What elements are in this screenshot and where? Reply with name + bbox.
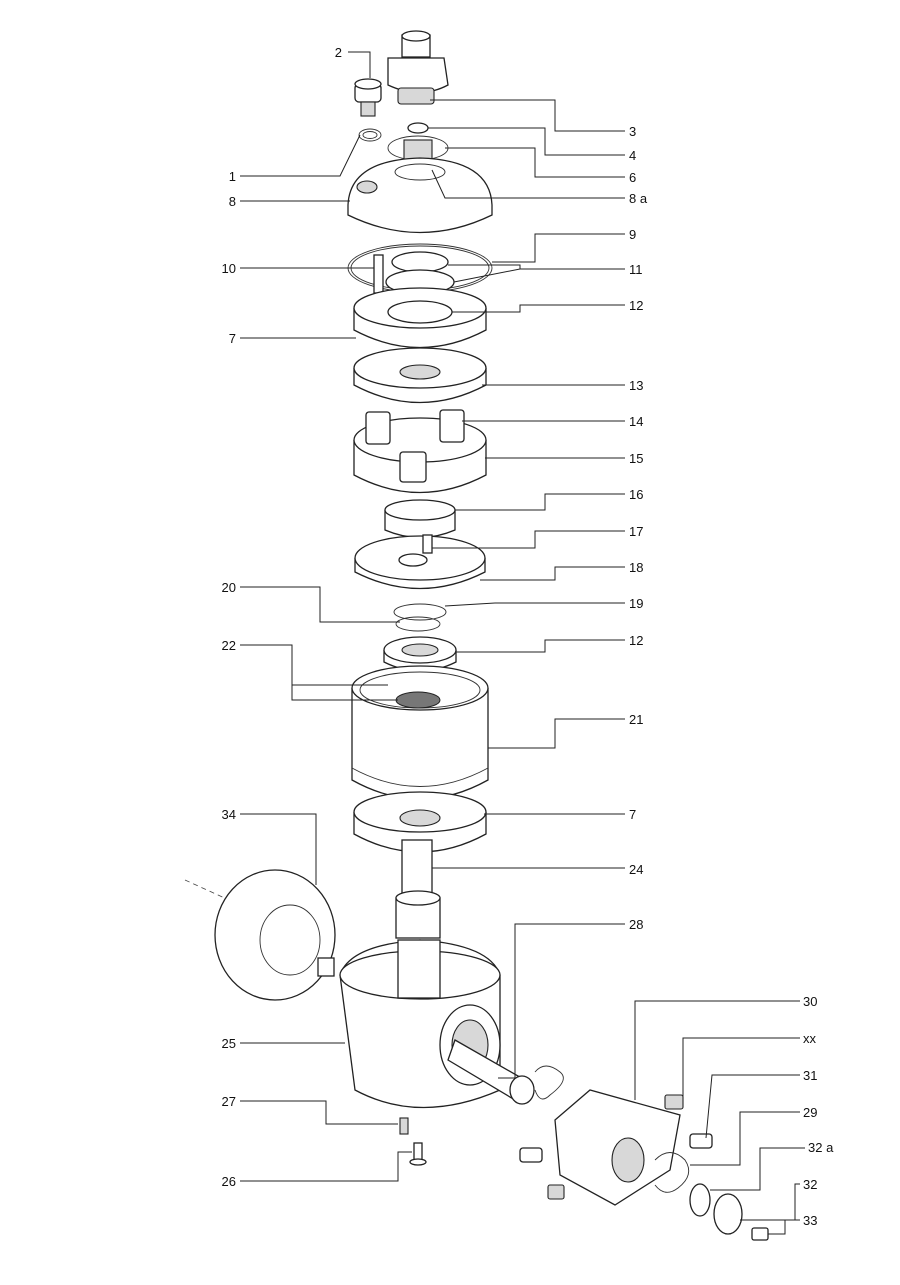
part-sun-gear	[384, 499, 456, 539]
label-part-4: 4	[629, 148, 636, 163]
label-part-10: 10	[222, 261, 236, 276]
label-part-33: 33	[803, 1213, 817, 1228]
label-part-16: 16	[629, 487, 643, 502]
label-part-17: 17	[629, 524, 643, 539]
label-part-1: 1	[229, 169, 236, 184]
label-part-12: 12	[629, 298, 643, 313]
label-part-19: 19	[629, 596, 643, 611]
part-o-ring	[358, 128, 382, 142]
label-part-13: 13	[629, 378, 643, 393]
label-part-3: 3	[629, 124, 636, 139]
part-plate-13	[353, 347, 487, 404]
leader-lines	[240, 51, 805, 1235]
part-housing-21	[351, 665, 489, 800]
label-part-31: 31	[803, 1068, 817, 1083]
part-side-cover	[184, 869, 336, 1001]
part-planet-carrier	[353, 409, 487, 494]
part-gearbox-housing	[339, 939, 501, 1109]
label-part-32a: 32 a	[808, 1140, 834, 1155]
part-dome-cover	[347, 157, 493, 234]
label-part-32: 32	[803, 1177, 817, 1192]
label-part-8a: 8 a	[629, 191, 648, 206]
label-part-8: 8	[229, 194, 236, 209]
label-part-25: 25	[222, 1036, 236, 1051]
part-bearing-12	[383, 636, 457, 672]
label-part-24: 24	[629, 862, 643, 877]
part-disc-18	[354, 534, 486, 590]
labels-left: 2 1 8 10 7 20 22 34 25 27 26	[222, 45, 342, 1189]
part-valve-block	[519, 1089, 713, 1206]
part-ring-7-bottom	[353, 791, 487, 853]
label-part-22: 22	[222, 638, 236, 653]
label-part-7-lower: 7	[629, 807, 636, 822]
part-worm-shaft	[447, 1039, 564, 1105]
label-part-21: 21	[629, 712, 643, 727]
label-part-29: 29	[803, 1105, 817, 1120]
label-part-30: 30	[803, 994, 817, 1009]
label-part-20: 20	[222, 580, 236, 595]
label-part-18: 18	[629, 560, 643, 575]
part-plate-32	[713, 1193, 743, 1235]
part-top-nut	[387, 30, 449, 105]
label-part-11: 11	[629, 262, 643, 277]
label-part-6: 6	[629, 170, 636, 185]
part-ring-7-top	[353, 287, 487, 349]
label-part-14: 14	[629, 414, 643, 429]
part-shaft	[395, 839, 441, 939]
part-screw-33	[751, 1227, 769, 1241]
label-part-26: 26	[222, 1174, 236, 1189]
labels-right: 3 4 6 8 a 9 11 12 13 14 15 16 17 18 19 1…	[629, 124, 648, 932]
label-part-15: 15	[629, 451, 643, 466]
label-part-27: 27	[222, 1094, 236, 1109]
label-part-34: 34	[222, 807, 236, 822]
label-part-xx: xx	[803, 1031, 817, 1046]
part-washer-32a	[689, 1183, 711, 1217]
label-part-2: 2	[335, 45, 342, 60]
label-part-28: 28	[629, 917, 643, 932]
part-pin	[373, 254, 384, 294]
label-part-12-lower: 12	[629, 633, 643, 648]
label-part-9: 9	[629, 227, 636, 242]
labels-far-right: 30 xx 31 29 32 a 32 33	[803, 994, 834, 1228]
label-part-7: 7	[229, 331, 236, 346]
parts-drawing	[184, 30, 769, 1241]
part-screw	[354, 78, 382, 117]
